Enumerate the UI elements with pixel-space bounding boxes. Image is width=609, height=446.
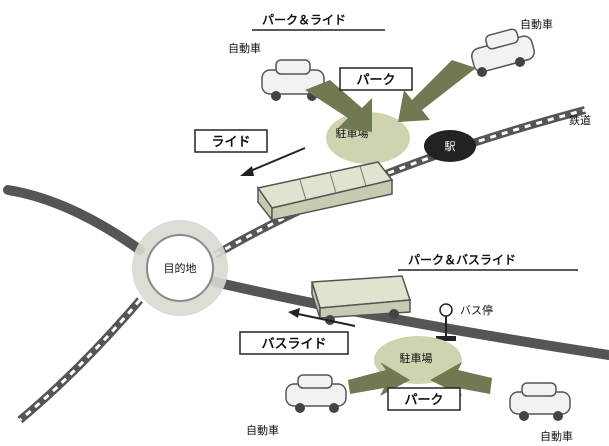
car-label-top-left: 自動車: [228, 41, 261, 55]
bus-ride-direction-arrow: [288, 308, 356, 327]
car-icon-bottom-right: [509, 382, 571, 421]
ride-direction-arrow: [240, 147, 306, 176]
bus-icon: [311, 275, 412, 325]
car-label-top-right: 自動車: [520, 17, 553, 31]
rail-label: 鉄道: [569, 113, 591, 127]
park-and-bus-ride-title: パーク＆バスライド: [408, 253, 516, 267]
destination-label: 目的地: [164, 261, 197, 275]
bus-ride-label: バスライド: [261, 337, 326, 352]
car-label-bottom-right: 自動車: [540, 429, 573, 443]
destination-node: 目的地: [132, 220, 228, 316]
park-label-bottom: パーク: [404, 393, 443, 408]
park-label-top: パーク: [356, 73, 395, 88]
station-icon: 駅: [424, 130, 476, 162]
train-icon: [256, 161, 394, 223]
bus-stop-label: バス停: [460, 303, 493, 317]
road-network: [3, 106, 609, 424]
ride-label: ライド: [211, 135, 250, 150]
park-and-ride-title: パーク＆ライド: [262, 13, 346, 27]
car-icon-bottom-left: [285, 374, 347, 413]
car-icon-top-left: [261, 59, 325, 101]
parking-label-bottom: 駐車場: [400, 351, 433, 365]
car-icon-top-right: [470, 28, 536, 77]
car-label-bottom-left: 自動車: [246, 423, 279, 437]
station-label: 駅: [445, 140, 456, 153]
park-arrows-top: [305, 60, 476, 132]
bus-stop-icon: [436, 303, 456, 341]
